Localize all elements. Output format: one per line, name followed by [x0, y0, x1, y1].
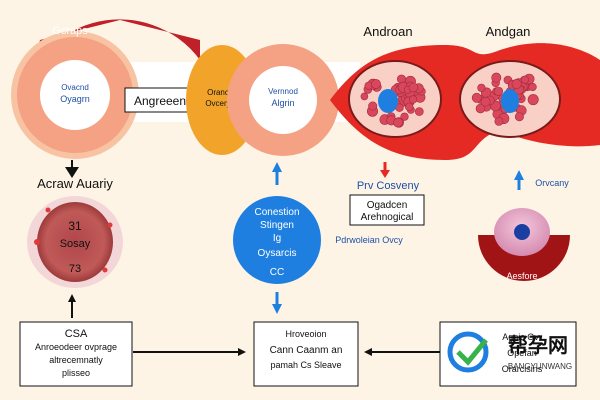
pdrwas-label: Pdrwoleian Ovcy — [335, 235, 403, 245]
red-down-arrowhead — [380, 170, 390, 178]
tissue-cell — [405, 102, 414, 112]
pink-oval-label-3: 73 — [69, 263, 81, 275]
tissue-cell — [393, 117, 403, 128]
bottom-right-label-2: Opefan — [507, 348, 537, 358]
left-inner-label-2: Oyagrn — [60, 94, 90, 104]
watermark-logo-ring — [447, 331, 489, 373]
androgen-label-2: Andgan — [486, 24, 531, 39]
orange-label-1: Oranc — [207, 88, 229, 97]
pink-oval-dot — [34, 239, 40, 245]
left-nucleus-icon — [378, 89, 398, 113]
bottom-center-label-3: pamah Cs Sleave — [270, 360, 341, 370]
salmon-inner-disc — [249, 66, 317, 134]
right-label: Orvcany — [535, 178, 569, 188]
watermark-title: 帮孕网 — [508, 333, 568, 357]
salmon-label-2: Algrin — [271, 98, 294, 108]
bottom-right-label-1: Agnic Ovr — [502, 332, 542, 342]
right-cell-cluster — [471, 72, 539, 126]
pink-oval-dot — [102, 267, 108, 273]
center-box — [349, 194, 425, 226]
center-box-label-2: Arehnogical — [361, 212, 414, 223]
pink-oval-dot — [107, 222, 113, 228]
tissue-cell — [477, 83, 486, 92]
watermark-check-icon — [456, 338, 488, 366]
blue-label-2: Stingen — [260, 220, 294, 231]
blue-label-5: CC — [270, 267, 284, 278]
pink-oval-label-2: Sosay — [60, 238, 91, 250]
tissue-cell — [414, 107, 424, 116]
tissue-cell — [471, 92, 482, 103]
blue-circle-node: Conestion Stingen Ig Oysarcis CC — [233, 196, 321, 284]
left-ovary-node: Gcraps Ovacnd Oyagrn — [11, 19, 200, 159]
bottom-left-label-3: altrecemnatly — [49, 355, 103, 365]
tissue-cell — [371, 79, 381, 89]
right-nucleus-icon — [501, 89, 519, 113]
tissue-cell — [409, 95, 418, 104]
blue-label-3: Ig — [273, 233, 281, 244]
bottom-center-box — [253, 321, 359, 387]
pink-oval-label-1: 31 — [68, 219, 82, 233]
tissue-cell — [480, 96, 491, 107]
prv-label: Prv Cosveny — [357, 180, 420, 192]
tissue-cell — [364, 81, 373, 90]
tissue-cell — [475, 103, 486, 114]
tissue-cell — [494, 117, 504, 126]
bottom-left-box — [19, 321, 133, 387]
left-inner-label-1: Ovacnd — [61, 83, 89, 92]
left-top-label: Gcraps — [52, 25, 88, 37]
pink-oval-inner — [37, 202, 113, 282]
bottom-left-label-4: plisseo — [62, 368, 90, 378]
tissue-cell — [514, 112, 524, 122]
tissue-cell — [360, 92, 369, 101]
pink-oval-node: 31 Sosay 73 — [27, 196, 123, 288]
tissue-cell — [408, 82, 419, 93]
blue-label-4: Oysarcis — [258, 248, 297, 259]
tissue-cell — [491, 72, 502, 83]
tissue-cell — [527, 94, 539, 106]
bottom-left-label-2: Anroeodeer ovprage — [35, 342, 117, 352]
pink-oval-dot — [45, 207, 51, 213]
acraw-label: Acraw Auariy — [37, 176, 113, 191]
left-down-arrowhead — [65, 167, 79, 178]
tissue-cell — [511, 79, 522, 90]
tissue-cell — [520, 75, 529, 84]
bottom-left-label-1: CSA — [65, 328, 88, 340]
bottom-center-label-2: Cann Caanm an — [270, 345, 343, 356]
watermark: 帮孕网 BANGYUNWANG — [447, 331, 572, 373]
bottom-right-label-3: Orarcisins — [502, 364, 543, 374]
tissue-cell — [368, 101, 378, 111]
bowl-label: Aesfore — [506, 271, 537, 281]
tissue-cell — [528, 82, 537, 92]
blue-label-1: Conestion — [254, 207, 299, 218]
salmon-node: Vernnod Algrin — [227, 44, 339, 156]
red-tissue-band — [330, 43, 600, 160]
pelvis-center-dot — [514, 224, 530, 240]
bottom-center-label-1: Hroveoion — [285, 329, 326, 339]
androgen-label-1: Androan — [363, 24, 412, 39]
tissue-cell — [493, 86, 504, 96]
blue-circle — [233, 196, 321, 284]
orange-label-2: Ovcery — [205, 99, 230, 108]
left-inner-disc — [40, 60, 110, 130]
tissue-cell — [400, 112, 409, 121]
salmon-label-1: Vernnod — [268, 87, 298, 96]
banner-label: Angreeen — [134, 94, 186, 108]
center-box-label-1: Ogadcen — [367, 200, 408, 211]
pelvis-node: Aesfore — [478, 208, 570, 281]
watermark-subtitle: BANGYUNWANG — [508, 362, 572, 371]
